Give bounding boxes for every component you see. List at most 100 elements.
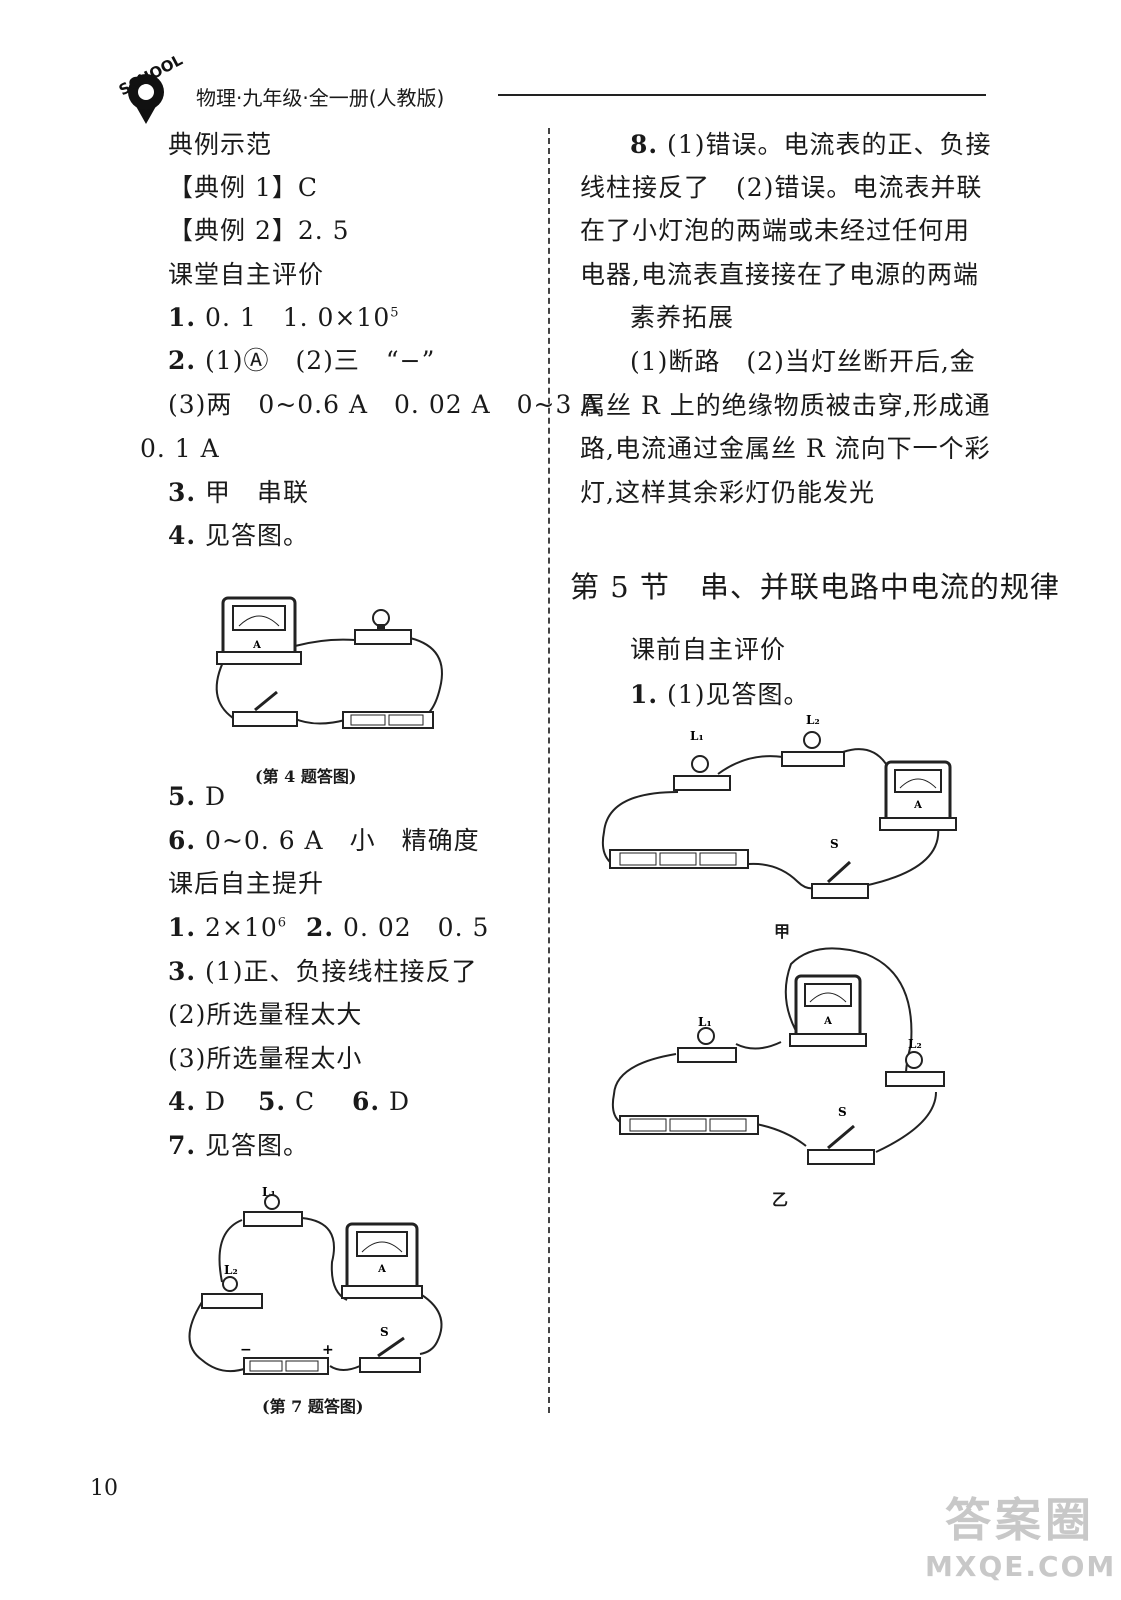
watermark-url: MXQE.COM: [925, 1550, 1117, 1583]
line-text: (1)断路 (2)当灯丝断开后,金: [630, 347, 976, 376]
q1-text: (1)见答图。: [658, 680, 810, 709]
right-line: (1)断路 (2)当灯丝断开后,金: [630, 347, 976, 377]
line-text: 0~0. 6 A 小 精确度: [196, 826, 480, 855]
switch-label: S: [838, 1105, 847, 1119]
svg-text:A: A: [823, 1016, 832, 1027]
battery-icon: [619, 1115, 759, 1135]
line-text: 路,电流通过金属丝 R 流向下一个彩: [580, 434, 991, 463]
right-line: 素养拓展: [630, 303, 734, 333]
figure-a-circuit: L₁ L₂ A S: [601, 713, 957, 899]
svg-text:A: A: [377, 1264, 386, 1275]
figure-b-caption: 乙: [772, 1190, 789, 1209]
battery-plus-label: +: [322, 1342, 334, 1358]
right-line: 在了小灯泡的两端或未经过任何用: [580, 216, 970, 246]
left-line: (2)所选量程太大: [168, 1000, 362, 1030]
left-line: 【典例 2】2. 5: [168, 216, 350, 246]
line-text: 素养拓展: [630, 303, 735, 332]
switch-icon: [807, 1124, 875, 1165]
line-text: (1)正、负接线柱接反了: [196, 957, 478, 986]
right-line: 属丝 R 上的绝缘物质被击穿,形成通: [580, 391, 991, 421]
right-q1: 1. (1)见答图。: [630, 680, 809, 710]
line-text: (2)所选量程太大: [168, 1000, 363, 1029]
figure-4-circuit: A: [215, 596, 443, 729]
bulb-l1-icon: [677, 1027, 737, 1063]
line-text: (3)两 0~0.6 A 0. 02 A 0~3 A: [168, 390, 601, 419]
left-line: 2. 0. 02 0. 5: [306, 913, 489, 943]
watermark: 答案圈 MXQE.COM: [925, 1484, 1115, 1594]
svg-text:A: A: [252, 640, 261, 651]
left-line: 6. 0~0. 6 A 小 精确度: [168, 826, 480, 856]
bulb-l1-icon: [243, 1194, 303, 1227]
ammeter-icon: A: [789, 974, 867, 1047]
ammeter-icon: A: [341, 1222, 423, 1299]
left-line: 5. D: [168, 782, 226, 812]
right-line: 电器,电流表直接接在了电源的两端: [580, 260, 979, 290]
question-number: 5.: [258, 1087, 287, 1116]
question-number: 6.: [352, 1087, 381, 1116]
line-text: 2×10: [196, 913, 278, 942]
question-number: 5.: [168, 782, 197, 811]
school-logo: SCHOOL: [108, 51, 186, 128]
right-line: 8. (1)错误。电流表的正、负接: [630, 130, 991, 160]
left-line: 课堂自主评价: [168, 260, 324, 290]
battery-icon: [609, 849, 749, 869]
l2-label: L₂: [806, 713, 820, 727]
left-line: 2. (1)Ⓐ (2)三 “−”: [168, 346, 435, 376]
line-text: (1)Ⓐ (2)三 “−”: [196, 346, 436, 375]
switch-label: S: [830, 837, 839, 851]
line-text: (1)错误。电流表的正、负接: [658, 130, 992, 159]
line-text: (3)所选量程太小: [168, 1044, 363, 1073]
l2-label: L₂: [908, 1037, 922, 1051]
line-text: 典例示范: [168, 130, 273, 159]
right-line: 线柱接反了 (2)错误。电流表并联: [580, 173, 982, 203]
bulb-l2-icon: [781, 731, 845, 767]
section-title: 第 5 节 串、并联电路中电流的规律: [570, 570, 1060, 604]
left-line: (3)两 0~0.6 A 0. 02 A 0~3 A: [168, 390, 600, 420]
line-text: 见答图。: [196, 1131, 310, 1160]
header-rule: [498, 94, 986, 96]
line-text: D: [380, 1087, 411, 1116]
question-number: 6.: [168, 826, 197, 855]
question-number: 2.: [306, 913, 335, 942]
right-line: 路,电流通过金属丝 R 流向下一个彩: [580, 434, 991, 464]
line-text: 见答图。: [196, 521, 310, 550]
line-text: D: [196, 1087, 227, 1116]
line-text: 电器,电流表直接接在了电源的两端: [580, 260, 979, 289]
superscript: 5: [390, 305, 400, 321]
left-line: 3. 甲 串联: [168, 478, 309, 508]
figure-a-caption: 甲: [774, 922, 791, 941]
figure-b-circuit: L₁ A L₂ S: [611, 947, 945, 1165]
switch-label: S: [380, 1325, 389, 1339]
line-text: 属丝 R 上的绝缘物质被击穿,形成通: [580, 391, 991, 420]
left-line: 典例示范: [168, 130, 272, 160]
question-number: 7.: [168, 1131, 197, 1160]
question-number: 1.: [168, 913, 197, 942]
l1-label: L₁: [698, 1015, 712, 1029]
switch-icon: [359, 1336, 421, 1373]
left-line: 4. D: [168, 1087, 226, 1117]
battery-icon: [243, 1357, 329, 1375]
question-number: 3.: [168, 478, 197, 507]
bulb-l2-icon: [201, 1276, 263, 1309]
ammeter-icon: A: [216, 596, 302, 665]
question-number: 1.: [168, 303, 197, 332]
bulb-l2-icon: [885, 1051, 945, 1087]
bulb-icon: [354, 609, 412, 645]
l1-label: L₁: [690, 729, 704, 743]
line-text: C: [286, 1087, 316, 1116]
line-text: 灯,这样其余彩灯仍能发光: [580, 478, 875, 507]
l2-label: L₂: [224, 1263, 238, 1277]
battery-icon: [342, 711, 434, 729]
line-text: 甲 串联: [196, 478, 310, 507]
figure-7-caption: (第 7 题答图): [262, 1397, 364, 1416]
line-text: 课后自主提升: [168, 869, 325, 898]
right-line: 灯,这样其余彩灯仍能发光: [580, 478, 875, 508]
left-line: (3)所选量程太小: [168, 1044, 362, 1074]
left-line: 7. 见答图。: [168, 1131, 309, 1161]
svg-text:A: A: [913, 800, 922, 811]
line-text: 线柱接反了 (2)错误。电流表并联: [580, 173, 983, 202]
location-pin-icon: [128, 74, 164, 124]
left-line: 课后自主提升: [168, 869, 324, 899]
line-text: 【典例 2】2. 5: [168, 216, 350, 245]
superscript: 6: [277, 915, 288, 931]
